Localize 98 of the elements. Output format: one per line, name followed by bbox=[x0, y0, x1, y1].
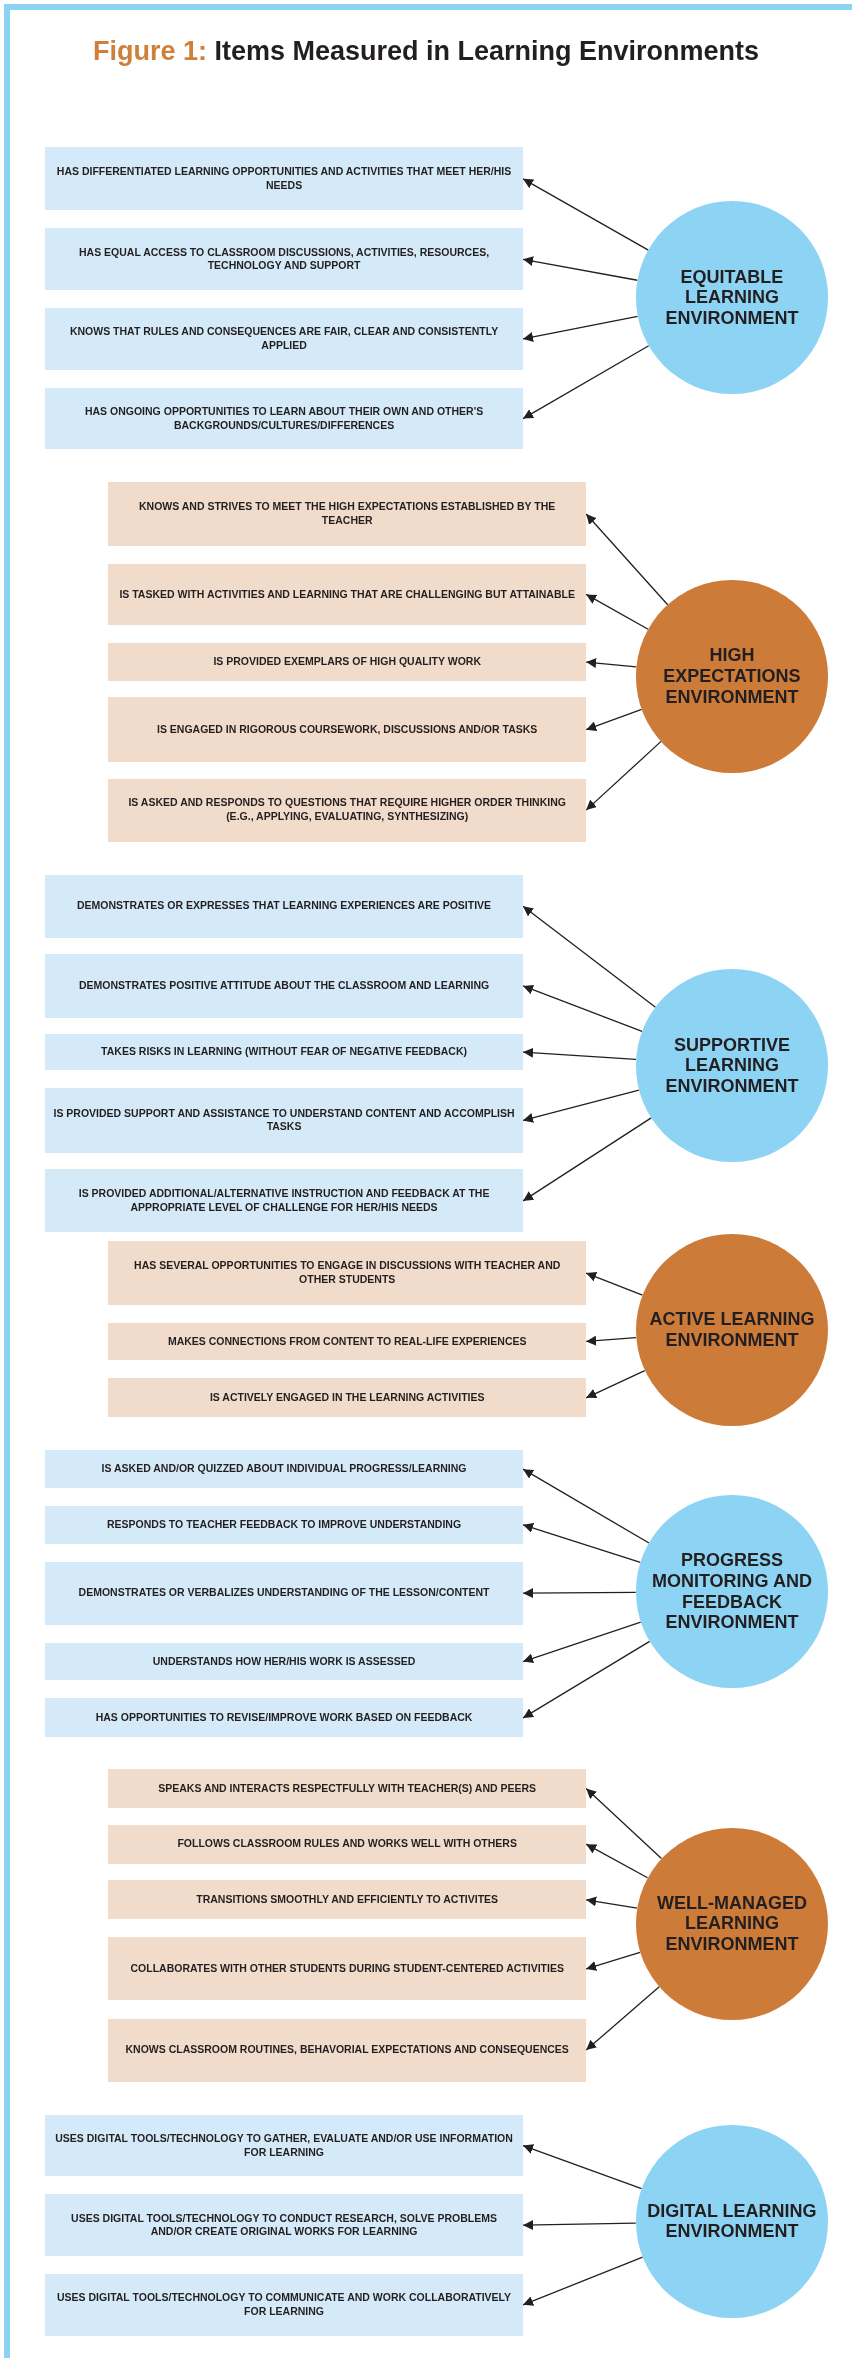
item-box bbox=[108, 1824, 587, 1864]
item-box bbox=[45, 1642, 524, 1681]
arrow bbox=[522, 1588, 637, 1599]
item-text: IS ASKED AND/OR QUIZZED ABOUT INDIVIDUAL PROGRESS/LEARNING bbox=[100, 1462, 468, 1476]
item-text: KNOWS AND STRIVES TO MEET THE HIGH EXPECTATIONS ESTABLISHED BY THE TEACHER bbox=[138, 500, 557, 528]
arrow bbox=[522, 345, 650, 420]
arrow bbox=[522, 2144, 643, 2190]
category-label: HIGH EXPECTATIONS ENVIRONMENT bbox=[662, 645, 802, 708]
item-box bbox=[45, 1506, 524, 1544]
category-label: SUPPORTIVE LEARNING ENVIRONMENT bbox=[664, 1034, 800, 1097]
item-box bbox=[108, 778, 587, 842]
item-box bbox=[45, 954, 524, 1018]
item-text: COLLABORATES WITH OTHER STUDENTS DURING STUDENT-CENTERED ACTIVITIES bbox=[129, 1962, 565, 1976]
arrow bbox=[522, 984, 643, 1032]
item-box bbox=[108, 482, 587, 546]
item-text: USES DIGITAL TOOLS/TECHNOLOGY TO COMMUNICATE AND WORK COLLABORATIVELY FOR LEARNING bbox=[56, 2291, 513, 2319]
item-box bbox=[108, 1937, 587, 2001]
item-text: MAKES CONNECTIONS FROM CONTENT TO REAL-LIFE EXPERIENCES bbox=[166, 1334, 528, 1349]
item-box bbox=[45, 1450, 524, 1488]
item-box bbox=[108, 1769, 587, 1809]
arrow bbox=[522, 1640, 651, 1719]
item-text: KNOWS THAT RULES AND CONSEQUENCES ARE FAIR, CLEAR AND CONSISTENTLY APPLIED bbox=[68, 325, 500, 353]
item-box bbox=[108, 1378, 587, 1418]
arrow bbox=[522, 905, 657, 1008]
item-text: HAS DIFFERENTIATED LEARNING OPPORTUNITIES AND ACTIVITIES THAT MEET HER/HIS NEEDS bbox=[55, 165, 513, 193]
item-text: UNDERSTANDS HOW HER/HIS WORK IS ASSESSED bbox=[151, 1654, 417, 1669]
item-box bbox=[108, 563, 587, 626]
arrow bbox=[585, 1896, 638, 1909]
item-box bbox=[45, 1034, 524, 1071]
category-label: PROGRESS MONITORING AND FEEDBACK ENVIRONMENT bbox=[650, 1550, 813, 1634]
item-box bbox=[108, 2018, 587, 2082]
arrow bbox=[585, 513, 669, 606]
item-box bbox=[45, 2274, 524, 2336]
item-box bbox=[45, 874, 524, 938]
item-text: IS TASKED WITH ACTIVITIES AND LEARNING THAT ARE CHALLENGING BUT ATTAINABLE bbox=[118, 587, 576, 602]
item-text: HAS OPPORTUNITIES TO REVISE/IMPROVE WORK BASED ON FEEDBACK bbox=[94, 1711, 474, 1725]
item-text: IS PROVIDED EXEMPLARS OF HIGH QUALITY WORK bbox=[212, 655, 482, 669]
item-text: DEMONSTRATES OR EXPRESSES THAT LEARNING EXPERIENCES ARE POSITIVE bbox=[76, 899, 493, 914]
item-text: SPEAKS AND INTERACTS RESPECTFULLY WITH TEACHER(S) AND PEERS bbox=[157, 1781, 538, 1796]
arrow bbox=[522, 1117, 652, 1202]
item-text: USES DIGITAL TOOLS/TECHNOLOGY TO GATHER, EVALUATE AND/OR USE INFORMATION FOR LEARNING bbox=[54, 2131, 514, 2160]
item-text: HAS ONGOING OPPORTUNITIES TO LEARN ABOUT THEIR OWN AND OTHER'S BACKGROUNDS/CULTURES/DIFFERENCES bbox=[83, 404, 485, 433]
arrow bbox=[522, 2256, 644, 2306]
arrow bbox=[522, 1047, 637, 1061]
arrow bbox=[522, 1621, 642, 1664]
item-box bbox=[45, 2194, 524, 2256]
arrow bbox=[522, 315, 639, 342]
item-box bbox=[108, 1241, 587, 1305]
item-box bbox=[108, 643, 587, 681]
item-box bbox=[45, 147, 524, 211]
arrow bbox=[585, 1335, 637, 1346]
arrow bbox=[585, 1843, 649, 1879]
arrow bbox=[585, 740, 662, 811]
item-text: TRANSITIONS SMOOTHLY AND EFFICIENTLY TO ACTIVITES bbox=[195, 1892, 500, 1907]
category-label: EQUITABLE LEARNING ENVIRONMENT bbox=[664, 266, 800, 329]
item-box bbox=[108, 697, 587, 762]
item-text: KNOWS CLASSROOM ROUTINES, BEHAVORIAL EXPECTATIONS AND CONSEQUENCES bbox=[124, 2043, 570, 2057]
item-box bbox=[45, 1561, 524, 1625]
item-text: USES DIGITAL TOOLS/TECHNOLOGY TO CONDUCT RESEARCH, SOLVE PROBLEMS AND/OR CREATE ORIGINAL WORKS FOR LEARNING bbox=[70, 2211, 498, 2239]
item-text: TAKES RISKS IN LEARNING (WITHOUT FEAR OF NEGATIVE FEEDBACK) bbox=[100, 1045, 469, 1059]
arrow bbox=[585, 1986, 660, 2051]
item-text: DEMONSTRATES OR VERBALIZES UNDERSTANDING OF THE LESSON/CONTENT bbox=[77, 1586, 491, 1600]
arrow bbox=[522, 1523, 641, 1563]
arrow bbox=[585, 1370, 646, 1399]
item-box bbox=[45, 1169, 524, 1233]
arrow bbox=[522, 178, 649, 251]
arrow bbox=[522, 2220, 637, 2230]
item-box bbox=[45, 2114, 524, 2177]
arrow bbox=[522, 1089, 640, 1123]
item-text: IS ENGAGED IN RIGOROUS COURSEWORK, DISCUSSIONS AND/OR TASKS bbox=[156, 722, 539, 737]
category-label: ACTIVE LEARNING ENVIRONMENT bbox=[648, 1309, 816, 1351]
item-box bbox=[45, 387, 524, 450]
arrow bbox=[585, 708, 643, 731]
category-label: DIGITAL LEARNING ENVIRONMENT bbox=[646, 2200, 818, 2243]
item-box bbox=[108, 1880, 587, 1920]
item-text: RESPONDS TO TEACHER FEEDBACK TO IMPROVE UNDERSTANDING bbox=[106, 1517, 463, 1532]
arrow bbox=[585, 1951, 641, 1971]
item-text: HAS EQUAL ACCESS TO CLASSROOM DISCUSSIONS, ACTIVITIES, RESOURCES, TECHNOLOGY AND SUPPORT bbox=[78, 245, 491, 273]
item-box bbox=[45, 1698, 524, 1738]
arrow bbox=[522, 1468, 650, 1544]
arrow bbox=[585, 1787, 663, 1860]
item-box bbox=[45, 228, 524, 291]
arrow bbox=[585, 658, 637, 668]
item-text: IS ASKED AND RESPONDS TO QUESTIONS THAT REQUIRE HIGHER ORDER THINKING (E.G., APPLYING, EVALUATING, SYNTHESIZING) bbox=[127, 796, 567, 824]
item-text: IS PROVIDED SUPPORT AND ASSISTANCE TO UNDERSTAND CONTENT AND ACCOMPLISH TASKS bbox=[52, 1106, 516, 1135]
category-label: WELL-MANAGED LEARNING ENVIRONMENT bbox=[655, 1892, 808, 1955]
item-text: IS ACTIVELY ENGAGED IN THE LEARNING ACTIVITIES bbox=[208, 1390, 486, 1405]
arrow bbox=[522, 256, 638, 281]
item-box bbox=[108, 1322, 587, 1361]
item-text: FOLLOWS CLASSROOM RULES AND WORKS WELL WITH OTHERS bbox=[176, 1837, 518, 1851]
arrow bbox=[585, 593, 649, 630]
item-box bbox=[45, 1088, 524, 1153]
figure-title: Figure 1: Items Measured in Learning Environments bbox=[91, 36, 761, 67]
item-box bbox=[45, 308, 524, 370]
item-text: DEMONSTRATES POSITIVE ATTITUDE ABOUT THE CLASSROOM AND LEARNING bbox=[77, 979, 491, 993]
item-text: HAS SEVERAL OPPORTUNITIES TO ENGAGE IN DISCUSSIONS WITH TEACHER AND OTHER STUDENTS bbox=[133, 1259, 562, 1287]
arrow bbox=[585, 1272, 644, 1296]
item-text: IS PROVIDED ADDITIONAL/ALTERNATIVE INSTRUCTION AND FEEDBACK AT THE APPROPRIATE LEVEL OF CHALLENGE FOR HER/HIS NEEDS bbox=[77, 1187, 491, 1215]
